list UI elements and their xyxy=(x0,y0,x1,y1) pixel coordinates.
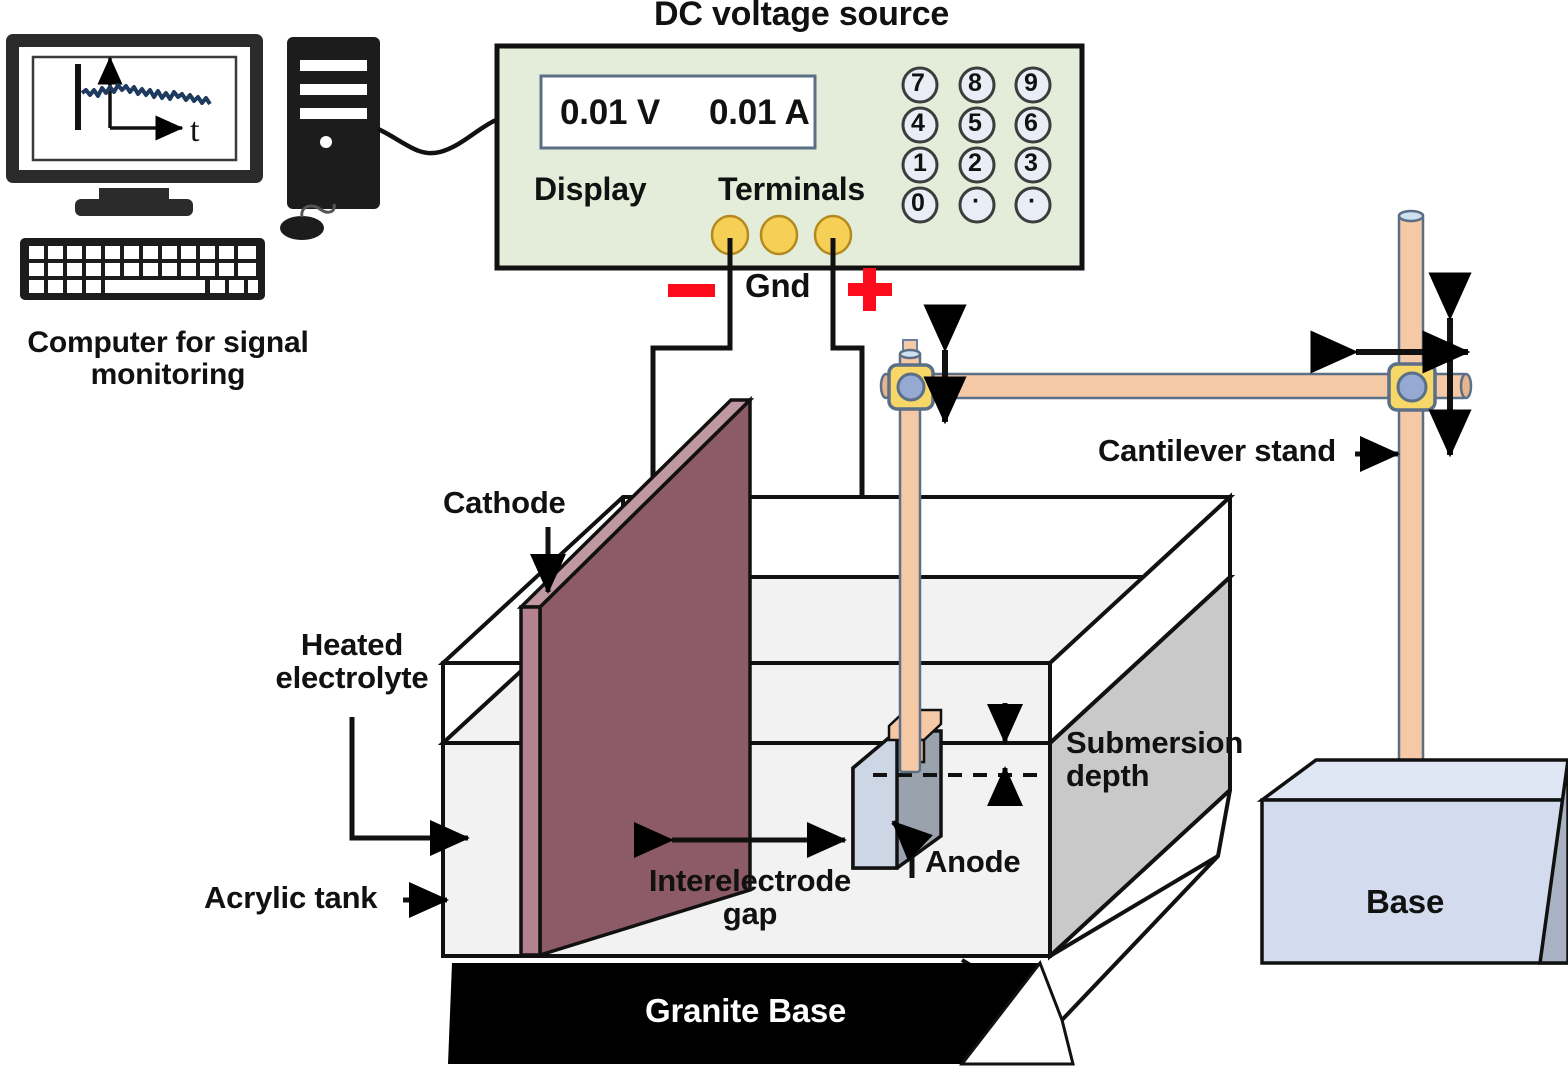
keypad-key-7[interactable]: 7 xyxy=(911,69,925,97)
keypad-key-2[interactable]: 2 xyxy=(968,149,982,177)
terminals-label: Terminals xyxy=(718,171,865,207)
keypad-key-1[interactable]: 1 xyxy=(913,149,927,177)
keypad-key-3[interactable]: 3 xyxy=(1024,149,1038,177)
monitor-icon xyxy=(6,34,263,216)
computer-caption: Computer for signal monitoring xyxy=(27,326,309,392)
heated-electrolyte-label: Heated electrolyte xyxy=(275,627,429,696)
acrylic-tank-label: Acrylic tank xyxy=(204,880,378,915)
display-label: Display xyxy=(534,171,647,207)
ground-terminal-label: Gnd xyxy=(745,267,811,304)
cantilever-clamp-right[interactable] xyxy=(1387,362,1437,412)
cantilever-clamp-left[interactable] xyxy=(887,363,935,411)
submersion-depth-label: Submersion depth xyxy=(1066,725,1244,794)
cantilever-base-block xyxy=(1256,758,1568,965)
keypad-key-9[interactable]: 9 xyxy=(1024,69,1038,97)
granite-base-label: Granite Base xyxy=(645,992,847,1029)
granite-base xyxy=(448,959,1075,1066)
display-voltage-value: 0.01 V xyxy=(560,93,660,132)
cathode-label: Cathode xyxy=(443,485,566,520)
keypad-key-6[interactable]: 6 xyxy=(1024,109,1038,137)
positive-marker-icon xyxy=(848,268,892,311)
signal-plot: t xyxy=(75,56,212,149)
anode-leader xyxy=(891,820,933,878)
keypad[interactable] xyxy=(901,66,1052,224)
negative-marker-icon xyxy=(668,284,715,297)
cathode-plate xyxy=(516,395,755,958)
cathode-wire xyxy=(650,238,733,510)
cantilever-base-label: Base xyxy=(1366,883,1445,920)
terminals-group[interactable] xyxy=(710,214,853,256)
display-current-value: 0.01 A xyxy=(709,93,810,132)
cantilever-stand-label: Cantilever stand xyxy=(1098,433,1336,468)
heated-electrolyte-leader xyxy=(349,717,471,857)
keypad-key-dot-1[interactable]: · xyxy=(972,187,981,215)
anode-label: Anode xyxy=(925,844,1021,879)
keypad-key-0[interactable]: 0 xyxy=(911,189,925,217)
mouse-icon xyxy=(280,203,336,240)
keyboard-icon xyxy=(20,238,265,300)
page-title: DC voltage source xyxy=(654,0,950,33)
data-cable xyxy=(377,117,497,156)
computer-tower-icon xyxy=(287,37,380,209)
keypad-key-5[interactable]: 5 xyxy=(968,109,982,137)
keypad-key-dot-2[interactable]: · xyxy=(1028,187,1037,215)
svg-text:t: t xyxy=(190,112,200,149)
keypad-key-4[interactable]: 4 xyxy=(911,109,925,137)
interelectrode-gap-label: Interelectrode gap xyxy=(648,863,852,932)
keypad-key-8[interactable]: 8 xyxy=(968,69,982,97)
